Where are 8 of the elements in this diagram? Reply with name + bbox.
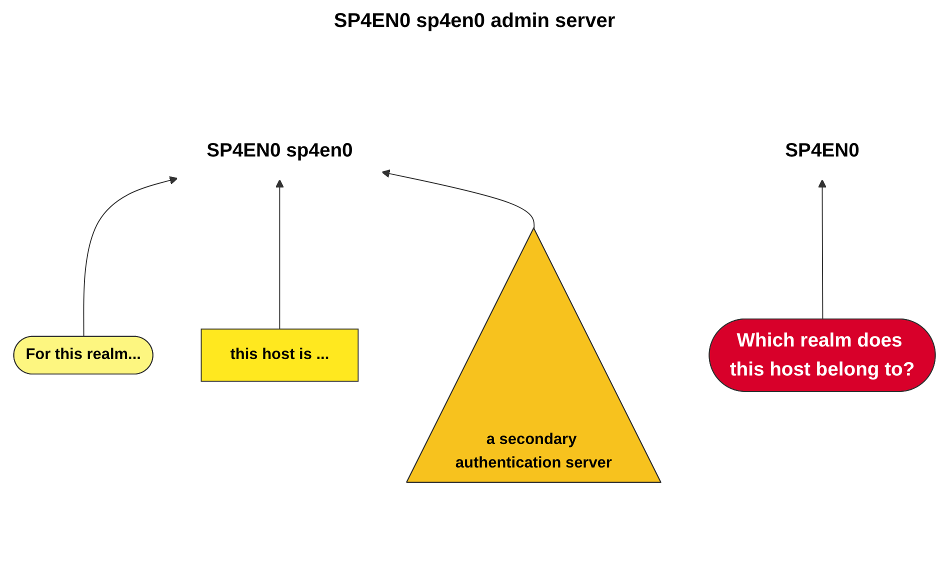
node-text: SP4EN0 bbox=[785, 140, 860, 162]
arrow bbox=[818, 179, 826, 320]
arrow bbox=[381, 169, 535, 229]
node-text: SP4EN0 sp4en0 bbox=[206, 140, 353, 162]
arrow bbox=[83, 176, 178, 338]
config-line: SP4EN0 sp4en0 admin server bbox=[334, 10, 616, 33]
arrow bbox=[275, 179, 284, 330]
node-box: this host is ... bbox=[200, 328, 359, 382]
